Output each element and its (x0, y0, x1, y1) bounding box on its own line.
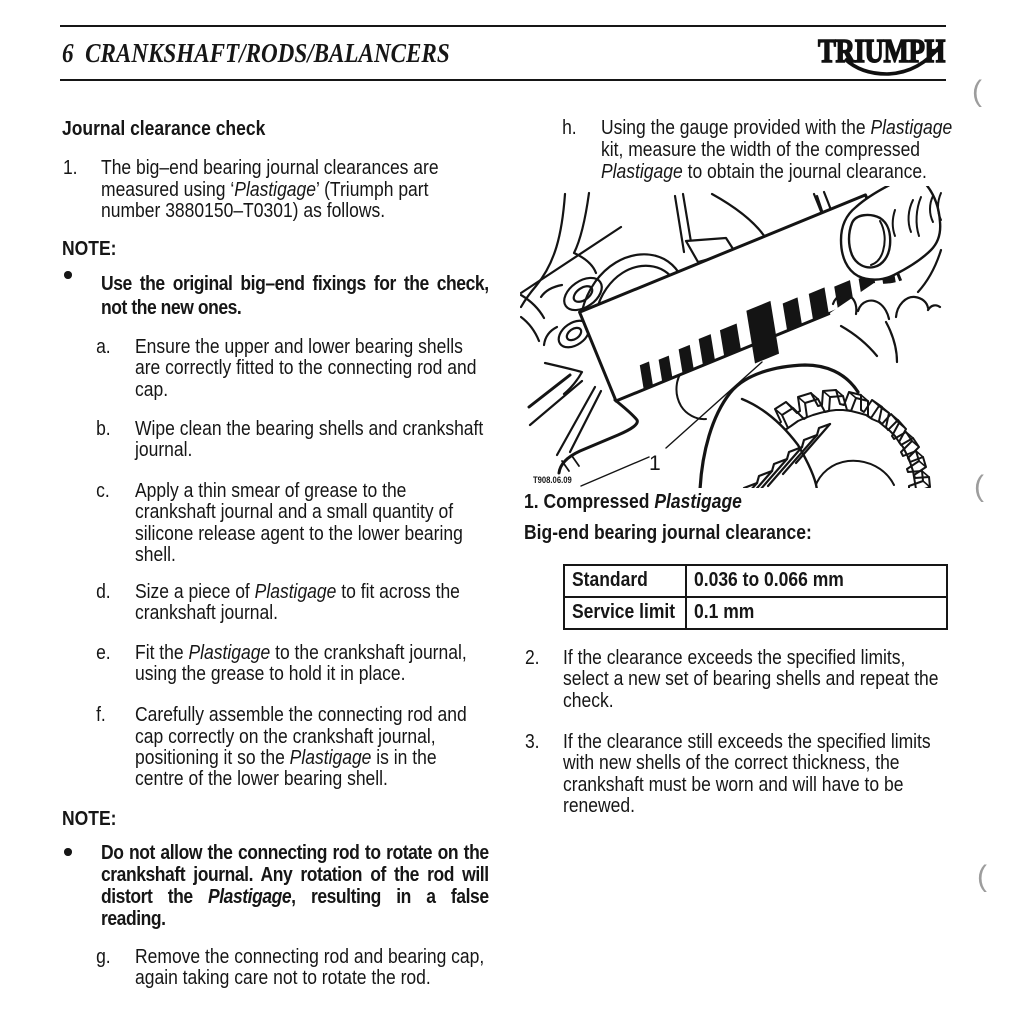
svg-text:TRIUMPH: TRIUMPH (818, 32, 946, 70)
svg-text:1: 1 (649, 452, 661, 475)
